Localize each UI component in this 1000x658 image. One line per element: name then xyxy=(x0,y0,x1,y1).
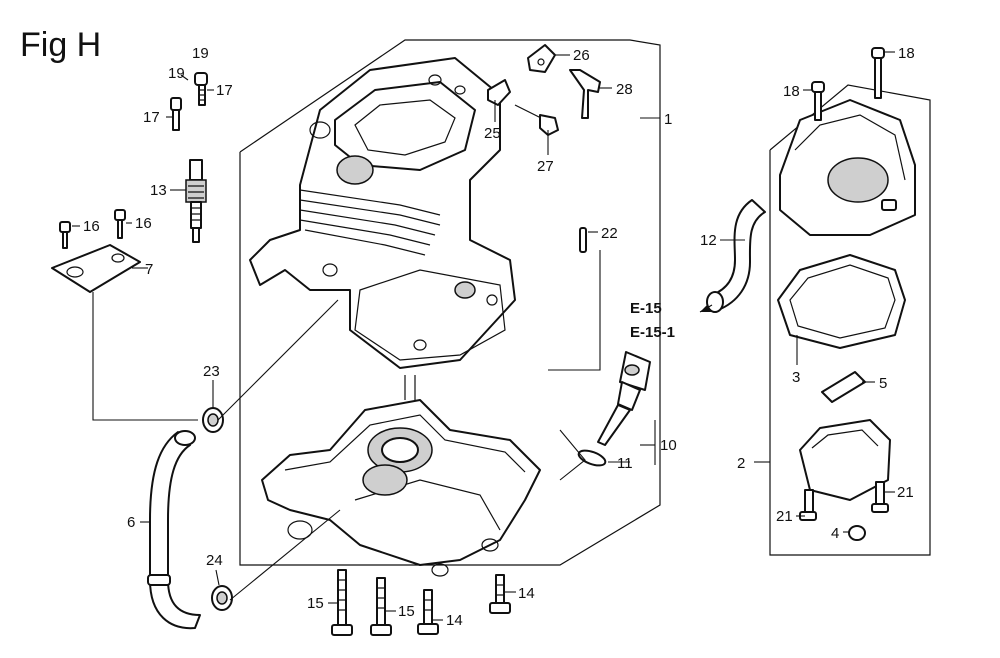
callout-16b: 16 xyxy=(135,215,152,232)
callout-19a: 19 xyxy=(168,65,185,82)
callout-18b: 18 xyxy=(898,45,915,62)
callout-23: 23 xyxy=(203,363,220,380)
callout-22: 22 xyxy=(601,225,618,242)
breather-case-2 xyxy=(799,419,891,541)
plate-7 xyxy=(51,209,141,293)
leader-lines xyxy=(72,51,895,621)
crankcase xyxy=(261,375,541,577)
breather-hose-6 xyxy=(147,430,201,630)
callout-11: 11 xyxy=(617,455,633,472)
bolt-15a xyxy=(331,569,353,636)
callout-25: 25 xyxy=(484,125,501,142)
bolt-15b xyxy=(370,577,392,636)
callout-10: 10 xyxy=(660,437,677,454)
engine-assembly-frame xyxy=(239,39,661,566)
callout-26: 26 xyxy=(573,47,590,64)
callout-14a: 14 xyxy=(446,612,463,629)
callout-28: 28 xyxy=(616,81,633,98)
head-cover-frame xyxy=(769,84,931,556)
callout-5: 5 xyxy=(879,375,887,392)
head-cover xyxy=(779,47,916,236)
callout-4: 4 xyxy=(831,525,839,542)
cross-references: E-15 E-15-1 xyxy=(630,300,675,341)
clip-23 xyxy=(202,407,224,433)
ref-e15-1: E-15-1 xyxy=(630,324,675,341)
oil-level-gauge-10 xyxy=(597,351,651,446)
cylinder-block xyxy=(249,57,516,369)
callout-1: 1 xyxy=(664,111,672,128)
dowel-pin-22 xyxy=(579,227,587,253)
callout-6: 6 xyxy=(127,514,135,531)
clip-24 xyxy=(211,585,233,611)
bolts-17-19 xyxy=(170,72,208,131)
element-5 xyxy=(821,371,866,403)
hose-12 xyxy=(706,199,766,313)
callout-2: 2 xyxy=(737,455,745,472)
callout-17b: 17 xyxy=(216,82,233,99)
bolt-14b xyxy=(489,574,511,614)
callout-15a: 15 xyxy=(307,595,324,612)
callout-21b: 21 xyxy=(897,484,914,501)
callout-12: 12 xyxy=(700,232,717,249)
bolt-14a xyxy=(417,589,439,635)
callout-16a: 16 xyxy=(83,218,100,235)
callout-labels: 1 2 3 4 5 6 7 10 11 12 13 14 14 15 15 16… xyxy=(83,45,915,629)
ref-e15: E-15 xyxy=(630,300,662,317)
figure-title: Fig H xyxy=(20,26,101,64)
callout-15b: 15 xyxy=(398,603,415,620)
gasket-3 xyxy=(777,254,906,349)
callout-13: 13 xyxy=(150,182,167,199)
callout-18a: 18 xyxy=(783,83,800,100)
spark-plug xyxy=(185,159,207,243)
callout-3: 3 xyxy=(792,369,800,386)
callout-7: 7 xyxy=(145,261,153,278)
callout-14b: 14 xyxy=(518,585,535,602)
callout-21a: 21 xyxy=(776,508,793,525)
o-ring-11 xyxy=(577,449,607,467)
governor-lever-parts xyxy=(487,44,601,136)
callout-19b: 19 xyxy=(192,45,209,62)
callout-24: 24 xyxy=(206,552,223,569)
callout-17a: 17 xyxy=(143,109,160,126)
callout-27: 27 xyxy=(537,158,554,175)
